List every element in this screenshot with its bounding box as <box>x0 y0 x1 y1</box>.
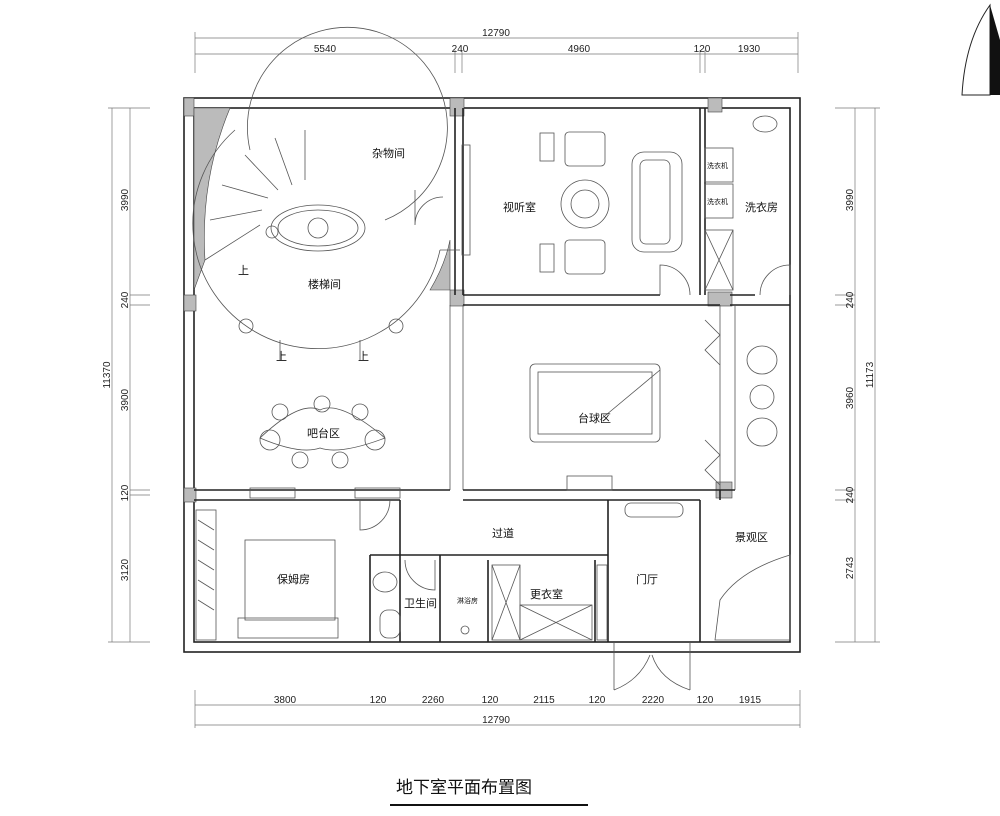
dim-bottom-seg: 2220 <box>642 695 665 706</box>
av-room-furniture <box>461 131 691 296</box>
room-label-landscape: 景观区 <box>735 531 768 544</box>
dim-top-seg: 5540 <box>314 44 337 55</box>
room-label-foyer: 门厅 <box>636 572 658 586</box>
dim-bottom-total: 12790 <box>482 715 510 726</box>
dim-top-seg: 120 <box>694 44 711 55</box>
room-label-shower: 淋浴房 <box>457 596 478 605</box>
stair-up-label: 上 <box>276 350 287 363</box>
dim-left-seg: 3990 <box>120 188 131 211</box>
entry-doors <box>613 502 791 691</box>
dim-bottom-seg: 120 <box>697 695 714 706</box>
dimension-top: 12790 5540 240 4960 120 1930 <box>194 28 799 73</box>
room-label-bar: 吧台区 <box>307 426 340 440</box>
room-label-stair: 楼梯间 <box>308 277 341 291</box>
laundry-fixtures: 洗衣机 洗衣机 <box>704 115 791 296</box>
bathroom-fixtures <box>372 559 608 641</box>
dim-bottom-seg: 2115 <box>533 695 555 706</box>
dim-left-seg: 3900 <box>120 388 131 411</box>
stair-up-label: 上 <box>238 264 249 277</box>
room-label-billiards: 台球区 <box>578 411 611 425</box>
dim-bottom-seg: 1915 <box>739 695 762 706</box>
dim-right-total: 11173 <box>865 361 876 388</box>
dim-left-seg: 120 <box>120 484 131 501</box>
dim-right-seg: 2743 <box>845 556 856 579</box>
room-label-storage: 杂物间 <box>372 146 405 160</box>
stair-up-label: 上 <box>358 350 369 363</box>
dimension-right: 3990 240 3960 240 2743 11173 <box>835 107 880 643</box>
washer-label: 洗衣机 <box>707 197 728 206</box>
dimension-left: 11370 3990 240 3900 120 3120 <box>102 107 150 643</box>
dim-bottom-seg: 2260 <box>422 695 445 706</box>
room-label-nanny: 保姆房 <box>277 572 310 586</box>
dim-bottom-seg: 120 <box>589 695 606 706</box>
dimension-bottom: 3800 120 2260 120 2115 120 2220 120 1915… <box>194 690 801 728</box>
drawing-title: 地下室平面布置图 <box>396 778 532 798</box>
dim-top-seg: 240 <box>452 44 469 55</box>
dim-top-total: 12790 <box>482 28 510 39</box>
room-label-bathroom: 卫生间 <box>404 596 437 610</box>
dim-left-seg: 240 <box>120 291 131 308</box>
dim-right-seg: 3960 <box>845 386 856 409</box>
dim-right-seg: 3990 <box>845 188 856 211</box>
nanny-room-furniture <box>195 499 391 641</box>
dim-top-seg: 4960 <box>568 44 591 55</box>
bar-counter <box>249 395 401 499</box>
dim-right-seg: 240 <box>845 291 856 308</box>
dim-left-seg: 3120 <box>120 558 131 581</box>
dim-bottom-seg: 3800 <box>274 695 297 706</box>
room-label-av-room: 视听室 <box>503 200 536 214</box>
washer-label: 洗衣机 <box>707 161 728 170</box>
room-label-corridor: 过道 <box>492 526 514 540</box>
dim-bottom-seg: 120 <box>482 695 499 706</box>
north-arrow-icon <box>961 3 1000 96</box>
billiard-table <box>529 319 721 491</box>
spiral-staircase: 上 上 上 <box>192 26 460 363</box>
dim-top-seg: 1930 <box>738 44 761 55</box>
lounge-chairs <box>746 345 778 447</box>
room-label-laundry: 洗衣房 <box>745 200 778 214</box>
dim-bottom-seg: 120 <box>370 695 387 706</box>
dim-right-seg: 240 <box>845 486 856 503</box>
room-label-dressing: 更衣室 <box>530 587 563 601</box>
dim-left-total: 11370 <box>102 361 113 389</box>
